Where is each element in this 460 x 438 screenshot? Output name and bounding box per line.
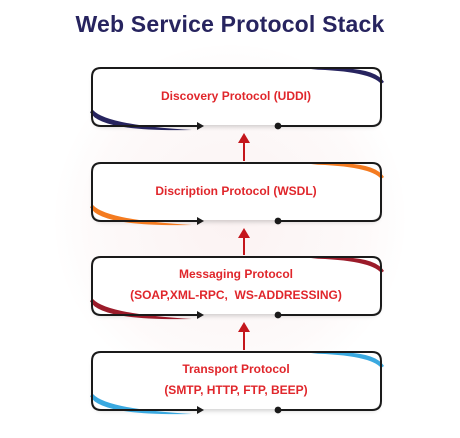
layer-label-line: Messaging Protocol [178,267,294,281]
layer-outline [91,67,382,127]
stack-arrow-up-icon [238,133,250,161]
outline-arrowhead [197,217,204,225]
layer-outline [91,256,382,316]
layer-label-line: Discovery Protocol (UDDI) [160,88,312,103]
outline-dot [274,217,282,225]
layer-box [93,353,380,409]
layer-box [93,258,380,314]
outline-dot [274,122,282,130]
layer-box [93,69,380,125]
layer-label-description: Discription Protocol (WSDL) [98,165,374,217]
layer-messaging [90,256,384,320]
layer-label-transport: Transport Protocol (SMTP, HTTP, FTP, BEEP… [98,354,374,406]
layer-description [90,162,384,226]
layer-transport [90,351,384,415]
layer-label-line: (SMTP, HTTP, FTP, BEEP) [164,383,308,397]
layer-box [93,164,380,220]
accent-swoosh-top [311,352,384,368]
layer-label-discovery: Discovery Protocol (UDDI) [98,70,374,122]
layer-outline [91,162,382,222]
layer-label-line: Transport Protocol [182,362,290,376]
accent-swoosh-top [311,163,384,179]
page-title: Web Service Protocol Stack [75,11,385,37]
layer-discovery [90,67,384,131]
layer-label-line: Discription Protocol (WSDL) [155,183,317,198]
stack-arrow-up-icon [238,322,250,350]
outline-dot [274,406,282,414]
outline-dot [274,311,282,319]
accent-swoosh-top [311,257,384,273]
stack-arrow-up-icon [238,228,250,255]
outline-arrowhead [197,311,204,319]
accent-swoosh-top [311,68,384,84]
outline-arrowhead [197,122,204,130]
layer-label-line: (SOAP,XML-RPC, WS-ADDRESSING) [130,288,342,302]
layer-label-messaging: Messaging Protocol (SOAP,XML-RPC, WS-ADDR… [98,259,374,311]
layer-outline [91,351,382,411]
outline-arrowhead [197,406,204,414]
